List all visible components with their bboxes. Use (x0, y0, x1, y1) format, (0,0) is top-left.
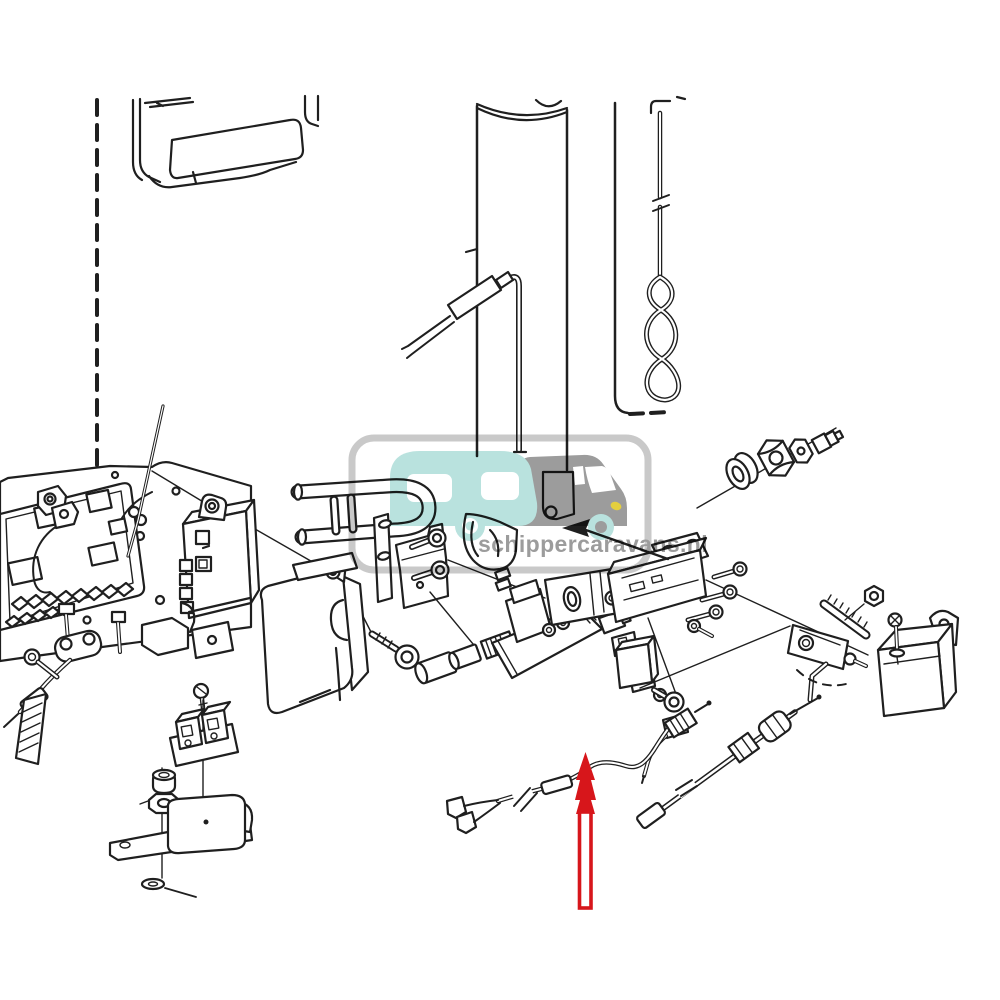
socket-screw-cable (651, 687, 685, 713)
junction-box (614, 625, 791, 690)
washer-flat (140, 877, 197, 898)
panel-flange (190, 620, 235, 660)
fixing-screw-2 (699, 584, 738, 603)
terminal-block (168, 700, 240, 768)
igniter-assembly (686, 584, 885, 703)
control-pcb (0, 482, 153, 632)
hex-nut-small (844, 584, 885, 621)
flue-liner-dashed (613, 101, 672, 416)
appliance-housing-corner (131, 94, 320, 189)
thermocouple-fitting (663, 707, 698, 739)
union-nut (756, 439, 796, 477)
cover-screw (887, 612, 906, 665)
relay-box (178, 493, 261, 620)
pointer-arrow-red (575, 752, 596, 910)
hatched-label (14, 692, 48, 766)
support-rod (126, 404, 165, 558)
clamp-piece (140, 616, 190, 657)
fixing-screw-3 (685, 604, 724, 623)
socket-screw-a (409, 528, 447, 550)
caravan-graphic (390, 451, 538, 541)
bottom-left-hardware (3, 601, 254, 898)
screw-vertical (110, 610, 127, 654)
watermark-frame (348, 434, 652, 574)
watermark: schippercaravans.nl (348, 434, 708, 574)
stepped-bracket (377, 519, 546, 651)
watermark-text: schippercaravans.nl (478, 531, 708, 557)
spade-connector-2 (455, 810, 478, 835)
cap-nut (151, 768, 177, 795)
cable-gland (3, 629, 103, 728)
base-bracket-box (108, 793, 254, 862)
anode-rod-twisted (644, 95, 687, 403)
gas-valve (490, 567, 632, 680)
lock-nut (788, 438, 814, 464)
sensor-probe-cable (401, 270, 528, 454)
fastener-set (696, 427, 845, 509)
plastic-cover (259, 559, 370, 715)
compression-fitting (810, 429, 845, 455)
cover-box-right (876, 609, 960, 718)
motorhome-van-graphic (519, 454, 627, 540)
fixing-screw-1 (711, 561, 748, 580)
thermocouple-cable (445, 700, 712, 835)
sealing-washer (725, 452, 759, 490)
screw-diagonal (23, 648, 60, 680)
valve-spacers (414, 630, 517, 685)
socket-screw-cover (368, 630, 420, 670)
